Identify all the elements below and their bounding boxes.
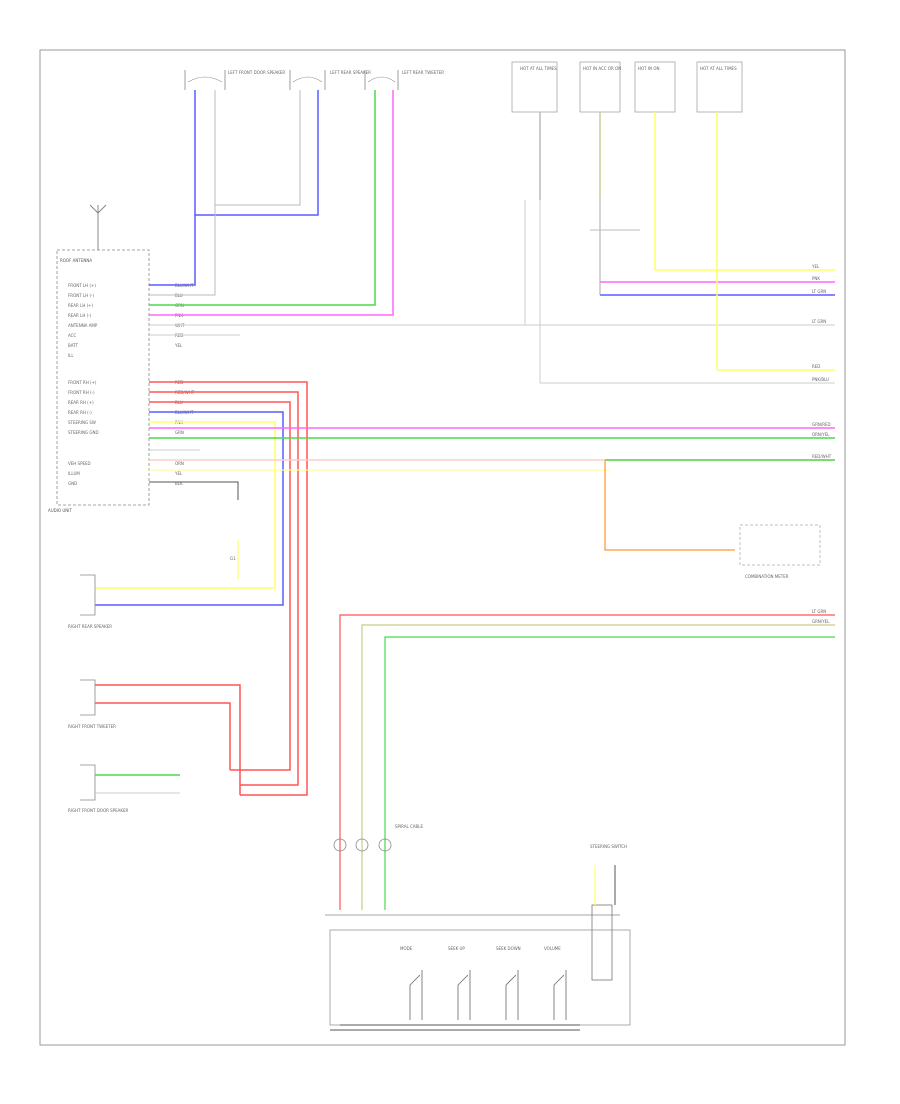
switch-symbol <box>409 970 423 1020</box>
fuse-block-3: HOT IN ON <box>634 61 676 113</box>
audio-pin-label: VEH SPEED <box>68 461 91 466</box>
wire-label: BLK <box>175 481 183 486</box>
switch-symbol <box>505 970 519 1020</box>
audio-pin-label: REAR RH (+) <box>68 400 94 405</box>
audio-pin-label: STEERING SW <box>68 420 96 425</box>
audio-pin-label: REAR LH (-) <box>68 313 92 318</box>
ground-label: G1 <box>230 556 236 561</box>
audio-pin-label: FRONT RH (+) <box>68 380 97 385</box>
switch-symbol <box>553 970 567 1020</box>
fuse-block-4: HOT AT ALL TIMES <box>696 61 743 113</box>
audio-pin-label: ACC <box>68 333 76 338</box>
right-front-door-speaker: RIGHT FRONT DOOR SPEAKER <box>68 764 180 813</box>
audio-pin-label: ANTENNA AMP <box>68 323 98 328</box>
switch-label: SEEK DOWN <box>496 946 521 951</box>
right-edge-wire-label: GRN/YEL <box>812 619 830 624</box>
wire-label: YEL <box>174 343 183 348</box>
top-connector-label: LEFT REAR SPEAKER <box>330 70 371 75</box>
right-edge-wire-label: RED <box>812 364 820 369</box>
audio-pin-label: GND <box>68 481 77 486</box>
right-edge-wire-label: YEL <box>811 264 820 269</box>
steering-switch-label: STEERING SWITCH <box>590 844 627 849</box>
switch-label: SEEK UP <box>448 946 465 951</box>
right-edge-wire-label: PNK <box>812 276 820 281</box>
top-connector-left-rear-tweeter: LEFT REAR TWEETER <box>364 70 444 90</box>
top-connector-label: LEFT FRONT DOOR SPEAKER <box>228 70 285 75</box>
switch-label: MODE <box>400 946 413 951</box>
audio-pin-label: FRONT RH (-) <box>68 390 95 395</box>
right-edge-wire-label: ORN/YEL <box>812 432 830 437</box>
audio-pin-label: REAR LH (+) <box>68 303 94 308</box>
switch-symbol <box>457 970 471 1020</box>
wire-label: YEL <box>174 471 183 476</box>
combination-meter-label: COMBINATION METER <box>745 574 789 579</box>
wire-green-top <box>149 90 376 306</box>
svg-text:HOT IN ACC OR ON: HOT IN ACC OR ON <box>583 66 621 71</box>
right-edge-wire-label: PNK/BLU <box>812 377 829 382</box>
right-rear-speaker: RIGHT REAR SPEAKER <box>68 574 112 629</box>
audio-pin-label: FRONT LH (+) <box>68 283 96 288</box>
combination-meter-box <box>739 524 821 566</box>
right-edge-wire-label: LT GRN <box>812 319 826 324</box>
audio-unit-label: AUDIO UNIT <box>48 508 72 513</box>
fuse-block-1: HOT AT ALL TIMES <box>511 61 558 113</box>
top-connector-left-front-speaker: LEFT FRONT DOOR SPEAKER <box>184 70 285 90</box>
top-connector-left-rear-speaker: LEFT REAR SPEAKER <box>289 70 371 90</box>
svg-text:HOT AT ALL TIMES: HOT AT ALL TIMES <box>520 66 557 71</box>
antenna-label: ROOF ANTENNA <box>60 258 92 263</box>
audio-unit-box <box>56 249 150 506</box>
right-edge-wire-label: RED/WHT <box>812 454 832 459</box>
audio-pin-label: ILL <box>68 353 74 358</box>
svg-text:RIGHT FRONT TWEETER: RIGHT FRONT TWEETER <box>68 724 116 729</box>
fuse-block-2: HOT IN ACC OR ON <box>579 61 621 113</box>
audio-pin-label: BATT <box>68 343 79 348</box>
svg-text:HOT IN ON: HOT IN ON <box>638 66 659 71</box>
wire-blue-top <box>194 90 319 216</box>
wire-pink-top <box>149 90 394 316</box>
switch-label: VOLUME <box>544 946 561 951</box>
spiral-cable-label: SPIRAL CABLE <box>395 824 423 829</box>
right-edge-wire-label: LT GRN <box>812 289 826 294</box>
svg-text:HOT AT ALL TIMES: HOT AT ALL TIMES <box>700 66 737 71</box>
svg-text:RIGHT FRONT DOOR SPEAKER: RIGHT FRONT DOOR SPEAKER <box>68 808 129 813</box>
right-edge-wire-label: LT GRN <box>812 609 826 614</box>
wire-label: GRN <box>175 430 184 435</box>
diagram-frame <box>39 49 846 1046</box>
audio-pin-label: ILLUM <box>68 471 80 476</box>
antenna-icon <box>89 204 107 214</box>
right-front-tweeter: RIGHT FRONT TWEETER <box>68 679 241 795</box>
audio-pin-label: STEERING GND <box>68 430 99 435</box>
svg-text:RIGHT REAR SPEAKER: RIGHT REAR SPEAKER <box>68 624 112 629</box>
audio-pin-label: FRONT LH (-) <box>68 293 94 298</box>
right-edge-wire-label: GRN/RED <box>812 422 831 427</box>
steering-switch-box <box>329 929 631 1026</box>
wire-orange <box>604 460 735 551</box>
audio-pin-label: REAR RH (-) <box>68 410 92 415</box>
wire-label: ORN <box>175 461 184 466</box>
top-connector-label: LEFT REAR TWEETER <box>402 70 444 75</box>
